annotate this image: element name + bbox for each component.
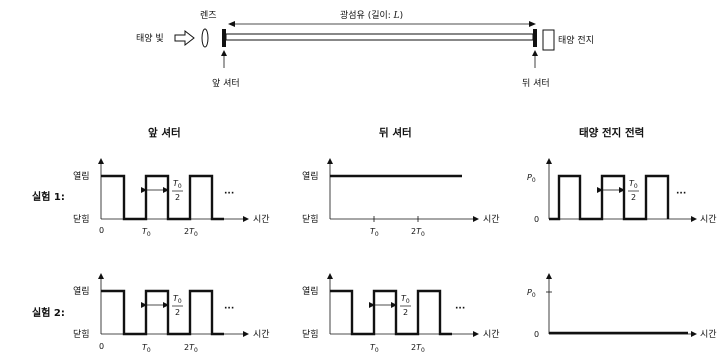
fiber-label: 광섬유 (길이: L) [340, 9, 403, 21]
y-label-P0: P0 [527, 288, 536, 299]
y-label-zero: 0 [534, 215, 539, 224]
column-title-power: 태양 전지 전력 [579, 126, 644, 139]
square-wave [330, 289, 452, 336]
pulse-width-label: T0 [629, 179, 638, 190]
x-tick-0: 0 [99, 342, 104, 351]
column-title-back: 뒤 셔터 [379, 126, 412, 139]
row-label-exp1: 실험 1: [32, 190, 65, 203]
front-shutter-shape [222, 29, 226, 47]
x-label-time: 시간 [483, 214, 500, 225]
ellipsis: ··· [676, 189, 686, 199]
apparatus: 렌즈 태양 빛 광섬유 (길이: L) 태양 전지 앞 셔터 뒤 셔터 [136, 9, 594, 89]
x-tick-2T0: 2T0 [184, 343, 198, 353]
x-tick-0: 0 [99, 226, 104, 235]
back-shutter-shape [533, 29, 537, 47]
solar-cell-shape [542, 29, 555, 51]
x-tick-2T0: 2T0 [411, 343, 425, 353]
y-label-closed: 닫힘 [302, 328, 319, 340]
panel-exp1-front: 열림 닫힘 시간 0 T0 2T0 T0 2 ··· [73, 158, 270, 238]
lens-label: 렌즈 [200, 10, 217, 21]
x-tick-2T0: 2T0 [184, 227, 198, 238]
pulse-width-denominator: 2 [403, 308, 408, 317]
pulse-width-label: T0 [173, 179, 182, 190]
solar-cell-label: 태양 전지 [558, 35, 594, 46]
x-label-time: 시간 [253, 329, 270, 340]
pulse-width-denominator: 2 [175, 193, 180, 202]
column-title-front: 앞 셔터 [148, 126, 181, 139]
back-shutter-label: 뒤 셔터 [522, 77, 550, 89]
y-label-open: 열림 [73, 285, 90, 297]
lens-shape [201, 28, 209, 48]
panel-exp2-power: P0 0 시간 [527, 273, 717, 340]
pulse-width-label: T0 [401, 294, 410, 305]
x-tick-T0: T0 [142, 227, 151, 238]
ellipsis: ··· [224, 304, 234, 314]
x-tick-2T0: 2T0 [411, 227, 425, 238]
y-label-open: 열림 [73, 170, 90, 182]
dimension-arrowhead-right [529, 21, 536, 27]
sunlight-arrow-icon [174, 29, 195, 47]
y-label-open: 열림 [302, 170, 319, 182]
ellipsis: ··· [224, 189, 234, 199]
y-label-closed: 닫힘 [73, 213, 90, 225]
panel-exp2-back: 열림 닫힘 시간 T0 2T0 T0 2 ··· [302, 273, 500, 353]
x-tick-T0: T0 [370, 227, 379, 238]
row-label-exp2: 실험 2: [32, 306, 65, 319]
panel-exp2-front: 열림 닫힘 시간 0 T0 2T0 T0 2 ··· [73, 273, 270, 353]
dimension-arrowhead-left [228, 21, 235, 27]
y-label-P0: P0 [527, 173, 536, 184]
pulse-width-denominator: 2 [631, 193, 636, 202]
y-label-open: 열림 [302, 285, 319, 297]
pulse-width-label: T0 [173, 294, 182, 305]
sunlight-label: 태양 빛 [136, 33, 164, 44]
pulse-width-denominator: 2 [175, 308, 180, 317]
y-label-closed: 닫힘 [302, 213, 319, 225]
x-label-time: 시간 [253, 214, 270, 225]
x-label-time: 시간 [700, 329, 717, 340]
square-wave [549, 174, 670, 221]
y-label-zero: 0 [534, 330, 539, 339]
front-shutter-label: 앞 셔터 [212, 77, 240, 89]
optical-fiber-shape [225, 33, 534, 41]
square-wave [101, 174, 224, 221]
square-wave [101, 289, 224, 336]
x-label-time: 시간 [700, 214, 717, 225]
panel-exp1-power: P0 0 시간 T0 2 ··· [527, 158, 717, 225]
x-tick-T0: T0 [142, 343, 151, 353]
y-label-closed: 닫힘 [73, 328, 90, 340]
x-tick-T0: T0 [370, 343, 379, 353]
ellipsis: ··· [455, 304, 465, 314]
panel-exp1-back: 열림 닫힘 시간 T0 2T0 [302, 158, 500, 238]
x-label-time: 시간 [483, 329, 500, 340]
